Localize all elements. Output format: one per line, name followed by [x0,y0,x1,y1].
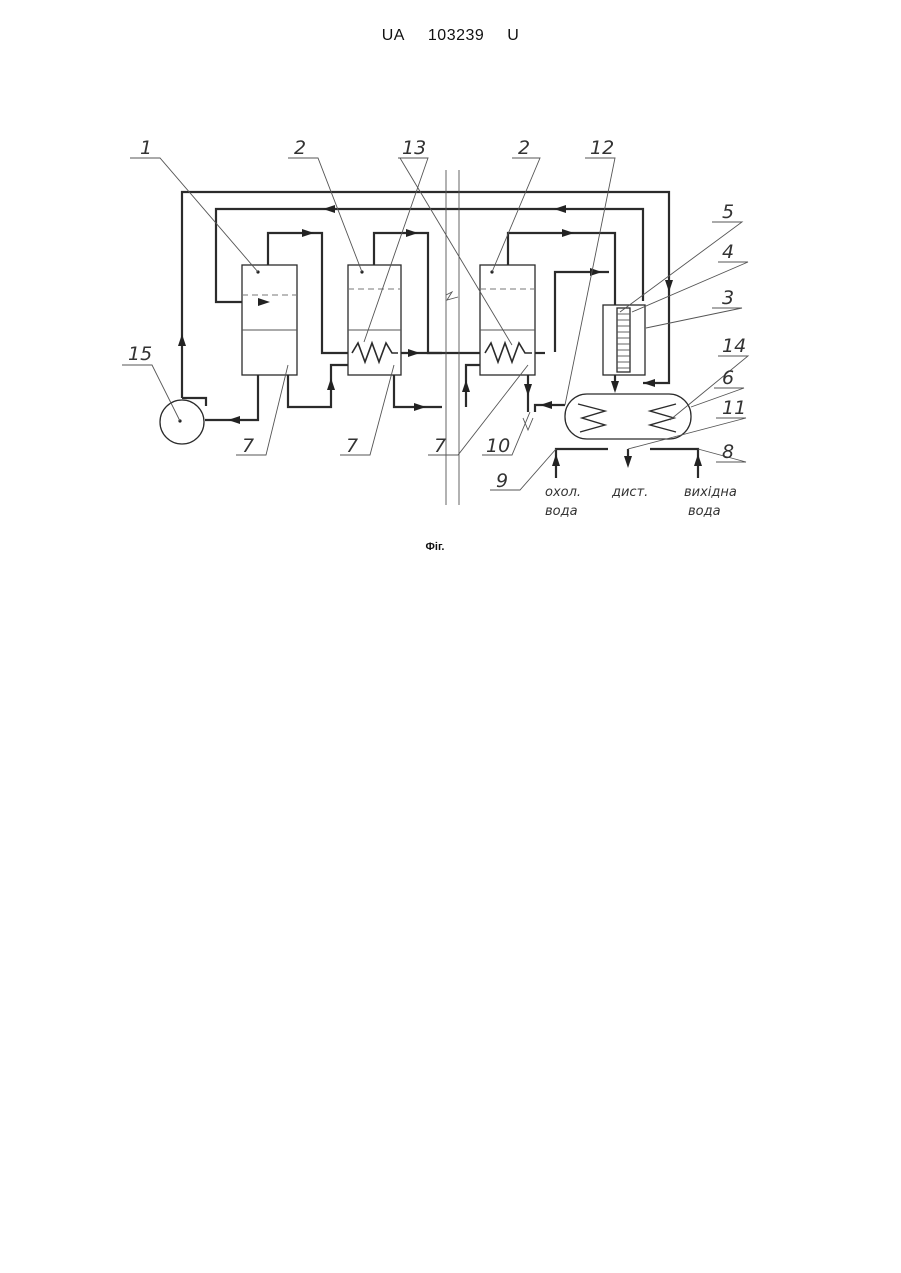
schematic-diagram: 1 2 13 2 12 5 4 3 14 6 11 8 15 7 7 7 10 … [0,0,901,560]
label-2b: 2 [518,137,530,159]
label-3: 3 [722,287,734,309]
note-source-water-line1: вихідна [684,485,737,500]
arrow-column-in [643,379,655,387]
label-10: 10 [486,435,510,457]
label-13: 13 [402,137,426,159]
label-7c: 7 [434,435,446,457]
label-7b: 7 [346,435,358,457]
arrow-cooling-feed [540,401,552,409]
note-cooling-water-line2: вода [545,504,578,519]
arrow-drain [524,384,532,396]
arrow-return-2 [554,205,566,213]
arrow-brine-3 [462,380,470,392]
pipe-feed-pump [205,375,258,420]
note-cooling-water-line1: охол. [545,485,581,500]
arrow-brine-1 [327,378,335,390]
label-9: 9 [496,470,508,492]
note-source-water-line2: вода [688,504,721,519]
arrow-cooling-in [552,454,560,466]
arrow-pump-up [178,334,186,346]
label-2a: 2 [294,137,306,159]
arrow-distillate-out [624,456,632,468]
condenser-6 [565,394,691,439]
evaporator-stage-3 [480,265,535,375]
stream-notes: охол. вода дист. вихідна вода [545,485,737,519]
arrow-brine-2 [414,403,426,411]
arrow-return [323,205,335,213]
note-distillate: дист. [611,485,648,500]
arrow-vapor-3 [562,229,574,237]
arrow-distillate-drop [611,381,619,393]
arrow-vapor-1 [302,229,314,237]
evaporator-stage-1 [242,265,297,375]
pipe-brine-3 [466,365,480,407]
pipe-to-column [555,272,609,352]
label-4: 4 [722,241,734,263]
label-14: 14 [722,335,746,357]
label-6: 6 [722,367,734,389]
label-7a: 7 [242,435,254,457]
evaporator-stage-2 [348,265,401,375]
label-5: 5 [722,201,734,223]
arrow-vapor-2 [406,229,418,237]
pump-15 [160,400,204,444]
figure-caption: Фіг. [0,541,870,553]
arrow-source-in [694,454,702,466]
label-12: 12 [590,137,614,159]
label-1: 1 [140,137,152,159]
label-11: 11 [722,397,746,419]
column-3 [603,305,645,375]
label-8: 8 [722,441,734,463]
pipe-cooling-in [556,449,608,478]
arrow-feed-pump [228,416,240,424]
arrow-coil-out-1 [408,349,420,357]
arrow-outer-down [665,280,673,292]
pipe-source-in [650,449,698,478]
label-15: 15 [128,343,152,365]
